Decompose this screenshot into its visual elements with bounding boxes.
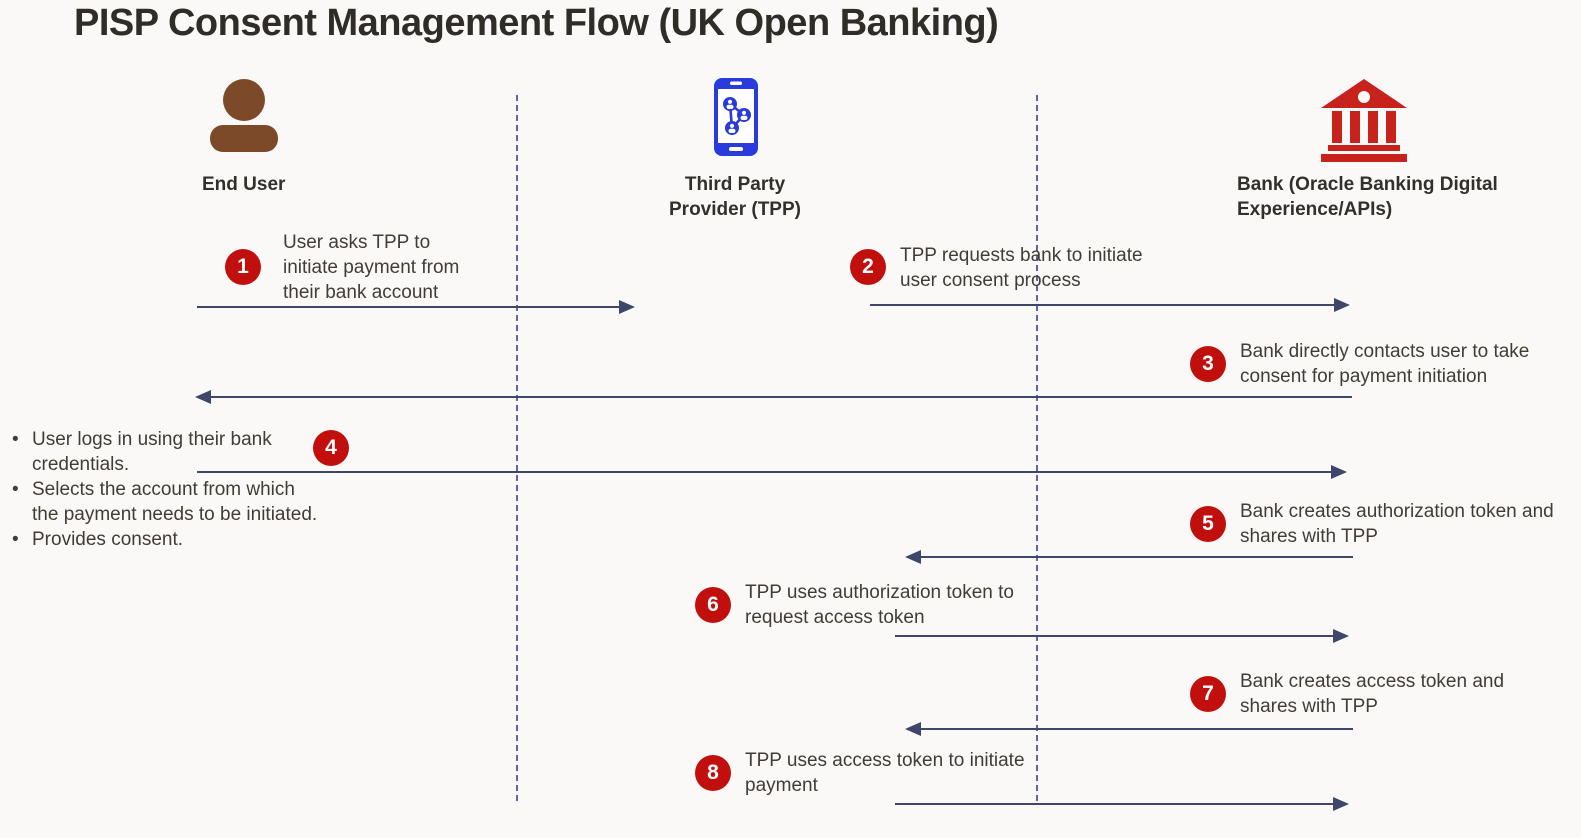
actor-label-end-user: End User [202, 174, 286, 195]
step-6-badge: 6 [695, 587, 731, 623]
step-6-text: TPP uses authorization token to request … [745, 582, 1014, 628]
step-8-badge: 8 [695, 755, 731, 791]
lifeline-tpp-bank [1036, 95, 1038, 801]
step-5-text: Bank creates authorization token and sha… [1240, 501, 1554, 547]
step-4-arrow-right [197, 465, 1347, 479]
step-5-badge: 5 [1190, 506, 1226, 542]
step-1-arrow-right [197, 300, 635, 314]
bank-building-icon [1318, 76, 1410, 169]
page-title: PISP Consent Management Flow (UK Open Ba… [74, 2, 999, 44]
step-1-badge: 1 [225, 249, 261, 285]
step-6-arrow-right [895, 629, 1349, 643]
lifeline-enduser-tpp [516, 95, 518, 801]
step-8-text: TPP uses access token to initiate paymen… [745, 750, 1025, 796]
actor-label-bank: Bank (Oracle Banking Digital Experience/… [1237, 174, 1498, 220]
step-7-text: Bank creates access token and shares wit… [1240, 671, 1505, 717]
step-5-arrow-left [905, 550, 1353, 564]
step-1-text: User asks TPP to initiate payment from t… [283, 232, 460, 303]
step-4-bullet-list: User logs in using their bank credential… [8, 427, 320, 552]
step-4-bullet-3: Provides consent. [8, 527, 320, 552]
person-icon [203, 77, 285, 158]
step-7-arrow-left [905, 722, 1353, 736]
step-2-arrow-right [870, 298, 1350, 312]
step-8-arrow-right [895, 797, 1349, 811]
step-2-badge: 2 [850, 249, 886, 285]
step-7-badge: 7 [1190, 676, 1226, 712]
step-3-arrow-left [195, 390, 1352, 404]
step-2-text: TPP requests bank to initiate user conse… [900, 245, 1143, 291]
actor-label-tpp: Third Party Provider (TPP) [669, 174, 801, 220]
mobile-network-icon [713, 77, 759, 162]
step-3-badge: 3 [1190, 346, 1226, 382]
step-4-bullet-2: Selects the account from which the payme… [8, 477, 320, 527]
step-3-text: Bank directly contacts user to take cons… [1240, 341, 1530, 387]
step-4-bullet-1: User logs in using their bank credential… [8, 427, 320, 477]
